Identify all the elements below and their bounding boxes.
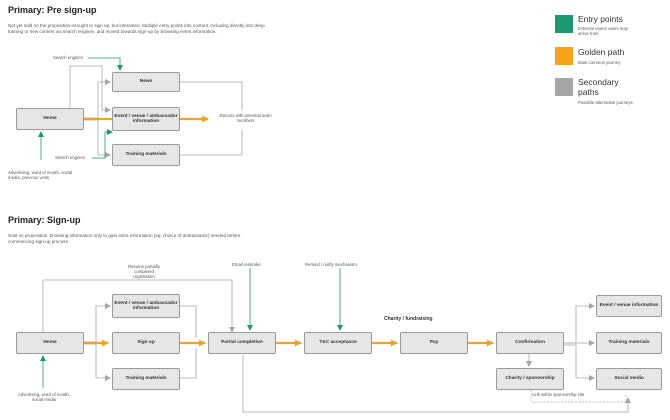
label-discuss-team: Discuss with potential team members xyxy=(219,113,272,124)
label-email-reminder: Email reminder xyxy=(232,262,261,267)
node-home-signup[interactable]: Home xyxy=(16,332,84,354)
label-resume-registration: Resume partially completed registration xyxy=(127,264,160,280)
node-sign-up[interactable]: Sign up xyxy=(112,332,180,354)
section-title-pre-signup: Primary: Pre sign-up xyxy=(8,5,97,15)
legend-desc-secondary-paths: Possible alternative journeys xyxy=(578,100,633,105)
node-pay[interactable]: Pay xyxy=(400,332,468,354)
node-charity-sponsorship[interactable]: Charity / sponsorship xyxy=(496,368,564,390)
node-tc-acceptance[interactable]: T&C acceptance xyxy=(304,332,372,354)
node-partial-completion[interactable]: Partial completion xyxy=(208,332,276,354)
label-advertising-signup: Advertising, word of mouth, social media xyxy=(17,392,71,403)
legend-title-golden-path: Golden path xyxy=(578,47,625,57)
node-home-pre-signup[interactable]: Home xyxy=(16,108,84,130)
section-description-signup: Sold on proposition, browsing informatio… xyxy=(8,233,241,244)
legend-desc-entry-points: External routes users may arrive from xyxy=(578,26,628,37)
node-event-venue-information[interactable]: Event / venue information xyxy=(596,295,662,317)
node-news[interactable]: News xyxy=(112,72,180,92)
node-training-materials-pre-signup[interactable]: Training materials xyxy=(112,144,180,166)
section-title-signup: Primary: Sign-up xyxy=(8,215,81,225)
label-link-sponsorship-site: Link within sponsorship site xyxy=(532,392,585,397)
legend-title-secondary-paths: Secondary paths xyxy=(578,77,619,97)
node-training-materials-right[interactable]: Training materials xyxy=(596,332,662,354)
node-event-venue-ambassador-signup[interactable]: Event / venue / ambassador information xyxy=(112,294,180,318)
label-advertising-pre-signup: Advertising, word of mouth, social media… xyxy=(8,170,73,181)
node-confirmation[interactable]: Confirmation xyxy=(496,332,564,354)
legend-swatch-golden-path xyxy=(555,47,573,65)
label-search-engines-top: Search engines xyxy=(53,55,83,60)
legend-title-entry-points: Entry points xyxy=(578,14,623,24)
legend-swatch-entry-points xyxy=(555,15,573,33)
legend-desc-golden-path: Most common journey xyxy=(578,60,621,65)
label-search-engines-bottom: Search engines xyxy=(55,155,85,160)
section-description-pre-signup: Not yet sold on the proposition enought … xyxy=(8,23,265,34)
node-social-media[interactable]: Social media xyxy=(596,368,662,390)
label-charity-fundraising: Charity / fundraising xyxy=(384,316,433,322)
node-training-materials-signup[interactable]: Training materials xyxy=(112,368,180,390)
node-event-venue-ambassador-pre-signup[interactable]: Event / venue / ambassador information xyxy=(112,107,180,131)
label-remind-notify: Remind / notify mechanism xyxy=(305,262,357,267)
legend-swatch-secondary-paths xyxy=(555,78,573,96)
